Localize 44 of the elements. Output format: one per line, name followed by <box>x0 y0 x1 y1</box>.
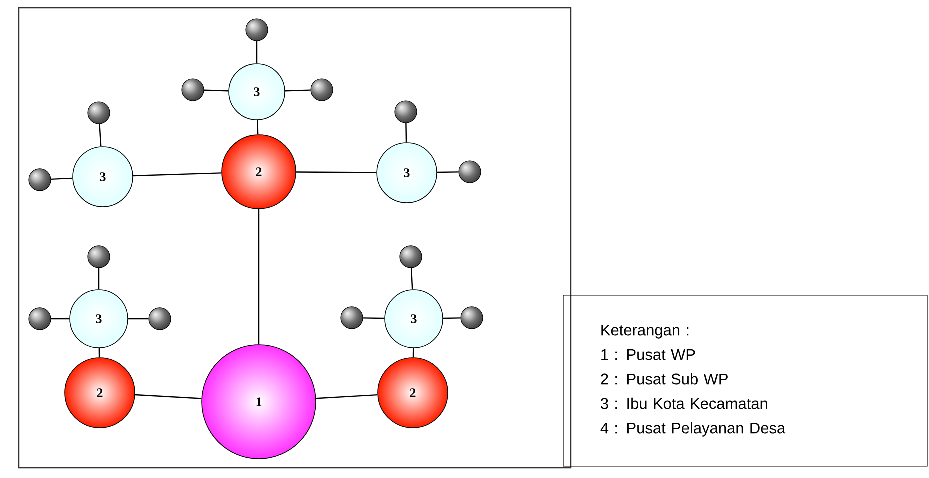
connector-line <box>133 172 222 177</box>
connector-line <box>135 394 202 400</box>
circle-node: 3 <box>70 290 128 348</box>
connector-line <box>257 120 259 135</box>
connector-line <box>316 394 378 400</box>
ball-node <box>400 246 422 268</box>
connector-line <box>98 268 100 290</box>
circle-node: 3 <box>384 290 444 348</box>
connector-line <box>51 178 73 180</box>
ball-node <box>182 78 204 102</box>
ball-node <box>28 308 52 330</box>
ball-node <box>458 160 482 184</box>
circle-node: 3 <box>376 142 438 204</box>
circle-node: 3 <box>72 146 134 208</box>
ball-node <box>340 306 364 330</box>
connector-line <box>363 318 385 320</box>
legend-box: Keterangan : 1 : Pusat WP 2 : Pusat Sub WP 3 : Ibu Kota Kecamatan 4 : Pusat Pelayanan Desa <box>563 294 928 467</box>
circle-node: 2 <box>64 358 136 428</box>
connector-line <box>406 123 408 143</box>
connector-line <box>99 124 102 147</box>
connector-line <box>98 348 100 358</box>
connector-line <box>204 90 229 92</box>
ball-node <box>460 306 484 330</box>
ball-node <box>310 78 334 102</box>
ball-node <box>28 168 52 192</box>
connector-line <box>412 348 414 358</box>
ball-node <box>88 246 110 268</box>
connector-line <box>256 41 258 64</box>
circle-node: 2 <box>222 134 296 210</box>
circle-node: 1 <box>202 344 316 460</box>
ball-node <box>394 100 418 124</box>
connector-line <box>437 172 459 174</box>
ball-node <box>88 102 110 124</box>
connector-line <box>296 172 377 174</box>
circle-node: 3 <box>228 64 286 120</box>
circle-node: 2 <box>378 358 448 428</box>
connector-line <box>128 318 149 320</box>
ball-node <box>148 308 172 330</box>
connector-line <box>51 318 70 320</box>
connector-line <box>443 318 461 320</box>
connector-line <box>410 268 414 290</box>
ball-node <box>246 18 268 42</box>
connector-line <box>258 209 260 345</box>
connector-line <box>285 90 311 92</box>
